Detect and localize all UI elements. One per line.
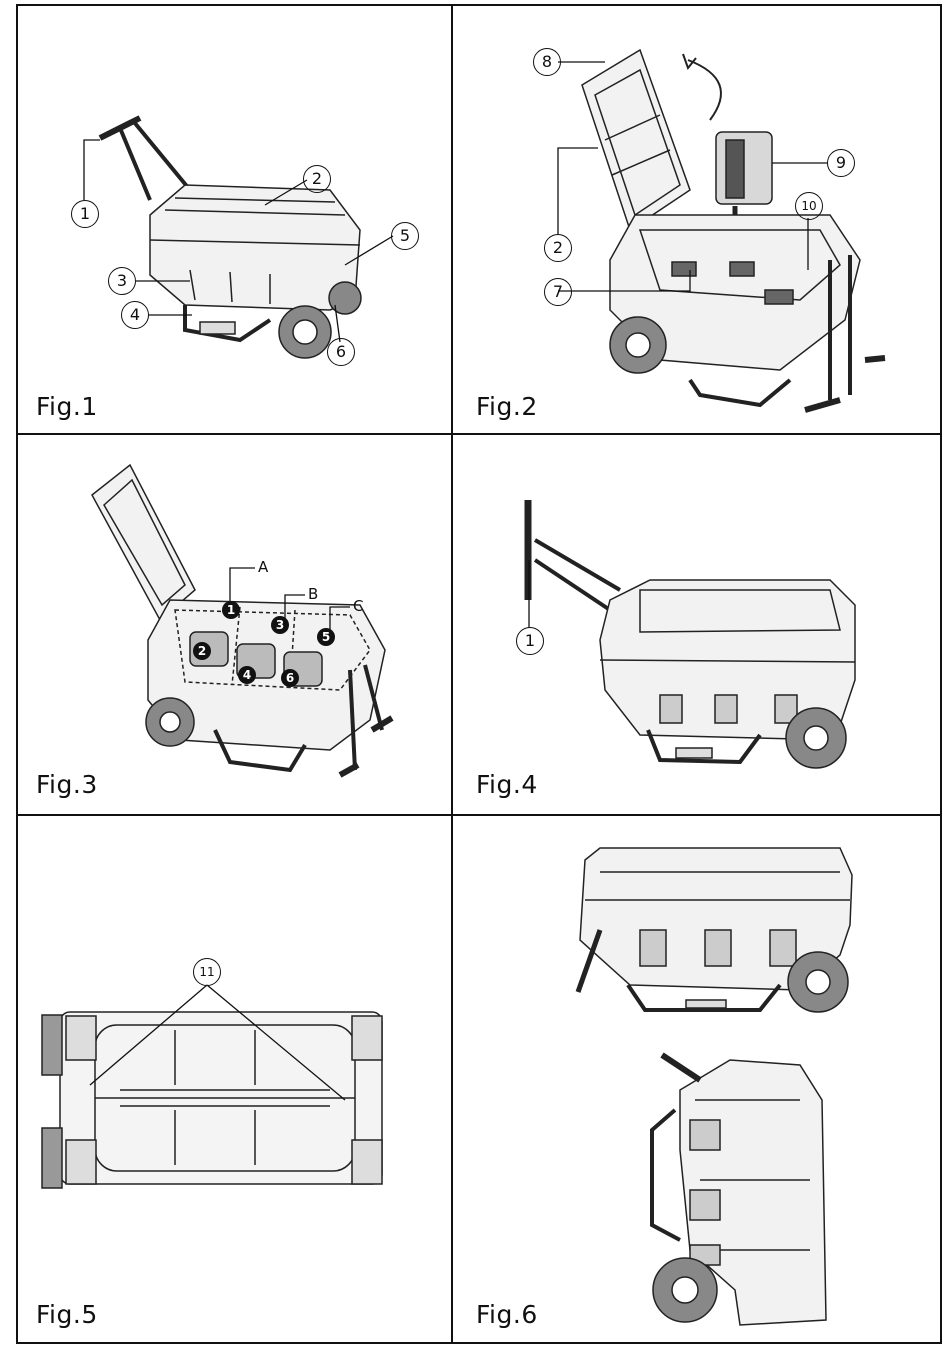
fig3-slot-2: 2 [193,642,211,660]
fig3-label-C: C [353,597,364,615]
fig1-callout-2: 2 [303,165,331,193]
panel-divider-vertical [451,4,453,1344]
fig6-front-and-side-drawings [575,847,853,1326]
slot-number: 5 [321,630,331,644]
slot-number: 3 [275,618,285,632]
fig2-open-cart-drawing [581,48,886,413]
callout-number: 7 [552,282,564,301]
fig5-top-view-drawing [41,1011,383,1189]
fig1-label: Fig.1 [36,392,98,421]
fig2-callout-8: 8 [533,48,561,76]
fig3-label-A: A [258,558,269,576]
fig2-callout-2: 2 [544,234,572,262]
fig3-slot-4: 4 [238,666,256,684]
fig1-callout-1: 1 [71,200,99,228]
fig1-callout-5: 5 [391,222,419,250]
slot-number: 4 [242,668,252,682]
fig3-slot-5: 5 [317,628,335,646]
fig1-callout-4: 4 [121,301,149,329]
fig3-label: Fig.3 [36,770,98,799]
callout-number: 2 [552,238,564,257]
callout-number: 5 [399,226,411,245]
callout-number: 11 [199,965,215,979]
callout-number: 2 [311,169,323,188]
fig1-cart-drawing [98,115,362,359]
fig2-callout-10: 10 [795,192,823,220]
fig2-callout-7: 7 [544,278,572,306]
callout-number: 8 [541,52,553,71]
callout-number: 4 [129,305,141,324]
fig5-callout-11: 11 [193,958,221,986]
fig3-slot-3: 3 [271,616,289,634]
slot-number: 2 [197,644,207,658]
callout-number: 10 [801,199,817,213]
fig4-label: Fig.4 [476,770,538,799]
slot-number: 1 [226,603,236,617]
fig3-slot-1: 1 [222,601,240,619]
fig2-callout-9: 9 [827,149,855,177]
callout-number: 1 [524,631,536,650]
fig5-label: Fig.5 [36,1300,98,1329]
fig4-callout-1: 1 [516,627,544,655]
fig3-label-B: B [308,585,319,603]
fig3-slot-6: 6 [281,669,299,687]
figure-sheet [16,4,942,1344]
fig2-label: Fig.2 [476,392,538,421]
callout-number: 1 [79,204,91,223]
panel-divider-row2 [16,814,942,816]
fig4-side-drawing [524,500,856,769]
fig1-callout-6: 6 [327,338,355,366]
callout-number: 6 [335,342,347,361]
fig6-label: Fig.6 [476,1300,538,1329]
callout-number: 3 [116,271,128,290]
slot-number: 6 [285,671,295,685]
fig3-battery-slots-drawing [91,463,394,778]
callout-number: 9 [835,153,847,172]
fig1-callout-3: 3 [108,267,136,295]
panel-divider-row1 [16,433,942,435]
